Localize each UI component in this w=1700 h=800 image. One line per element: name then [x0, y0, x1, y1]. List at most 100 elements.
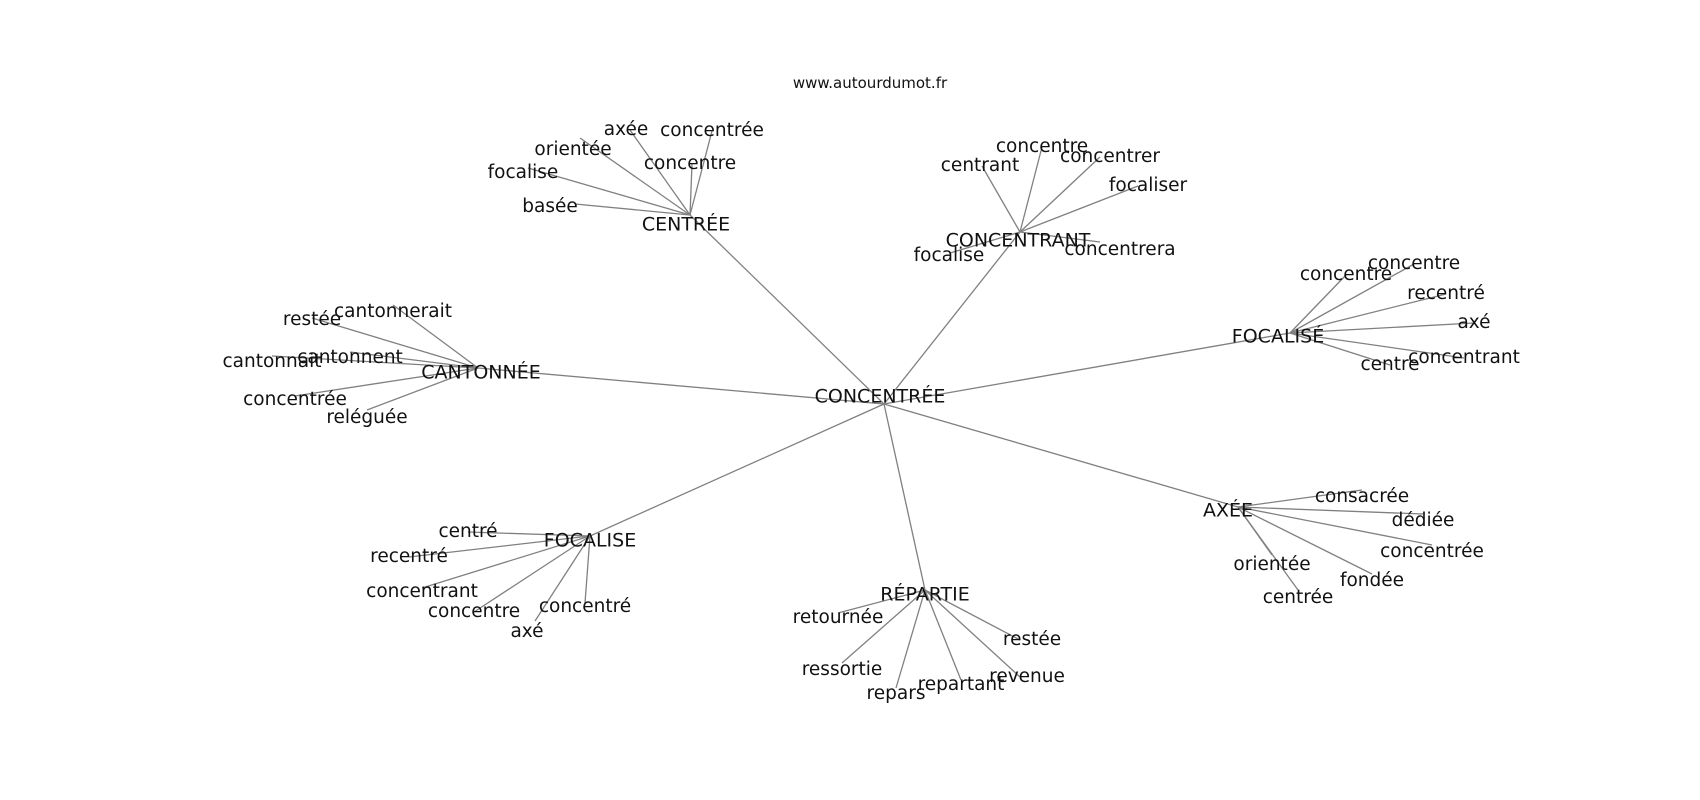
word-node: ressortie: [802, 659, 883, 680]
word-node: concentrant: [366, 581, 478, 602]
edge-center-to-hub: [477, 367, 885, 405]
edge-hub-to-word: [1289, 332, 1391, 366]
word-node: focalise: [914, 245, 985, 266]
edge-hub-to-word: [949, 231, 1021, 254]
word-node: recentré: [1407, 283, 1485, 304]
hub-node: AXÉE: [1203, 499, 1253, 522]
edge-hub-to-word: [1237, 489, 1363, 508]
edge-hub-to-word: [294, 367, 479, 397]
word-node: concentre: [1300, 264, 1392, 285]
edge-hub-to-word: [841, 589, 926, 664]
word-node: focaliser: [1109, 175, 1188, 196]
word-node: concentrée: [1380, 541, 1484, 562]
word-node: concentre: [1368, 253, 1460, 274]
word-node: concentrée: [243, 389, 347, 410]
edges: [271, 129, 1475, 689]
edge-hub-to-word: [689, 163, 693, 216]
word-node: concentre: [996, 136, 1088, 157]
word-node: concentrer: [1060, 146, 1160, 167]
word-node: centré: [438, 521, 497, 542]
edge-hub-to-word: [311, 317, 479, 369]
center-node: CONCENTRÉE: [815, 385, 946, 408]
hub-node: FOCALISE: [544, 530, 636, 552]
edge-hub-to-word: [981, 165, 1021, 233]
word-node: basée: [522, 196, 577, 217]
edge-center-to-hub: [589, 403, 885, 537]
edge-hub-to-word: [1289, 332, 1465, 359]
word-node: orientée: [1233, 554, 1310, 575]
edge-hub-to-word: [895, 589, 926, 689]
word-node: reléguée: [326, 407, 407, 428]
word-node: concentre: [644, 153, 736, 174]
word-node: cantonnent: [297, 347, 403, 368]
word-node: restée: [1003, 629, 1061, 650]
edge-hub-to-word: [689, 130, 713, 216]
edge-center-to-hub: [883, 403, 926, 591]
word-node: concentre: [428, 601, 520, 622]
edge-hub-to-word: [1289, 322, 1475, 334]
edge-hub-to-word: [349, 351, 479, 369]
edge-hub-to-word: [837, 589, 926, 614]
word-node: dédiée: [1392, 510, 1455, 531]
hub-node: CENTRÉE: [642, 213, 730, 236]
edge-center-to-hub: [689, 214, 885, 405]
word-node: focalise: [488, 162, 559, 183]
word-node: repars: [867, 683, 926, 704]
edge-hub-to-word: [1289, 263, 1415, 334]
edge-hub-to-word: [1289, 293, 1447, 334]
edge-hub-to-word: [1289, 274, 1347, 334]
edge-hub-to-word: [924, 589, 1021, 678]
edge-hub-to-word: [574, 203, 691, 216]
edge-hub-to-word: [924, 589, 962, 681]
edge-hub-to-word: [1019, 146, 1043, 233]
edge-hub-to-word: [421, 535, 591, 589]
edge-hub-to-word: [271, 355, 479, 369]
word-node: retournée: [793, 607, 884, 628]
edge-hub-to-word: [366, 367, 479, 411]
site-url: www.autourdumot.fr: [793, 74, 948, 92]
word-node: fondée: [1340, 570, 1404, 591]
word-node: centrée: [1263, 587, 1334, 608]
word-node: concentré: [539, 596, 631, 617]
edge-center-to-hub: [883, 332, 1291, 405]
edge-hub-to-word: [473, 535, 591, 613]
word-node: recentré: [370, 546, 448, 567]
edge-hub-to-word: [1237, 506, 1433, 546]
edge-hub-to-word: [1237, 506, 1424, 515]
edge-hub-to-word: [534, 535, 591, 622]
edge-hub-to-word: [1237, 506, 1373, 575]
edge-center-to-hub: [883, 403, 1239, 508]
word-node: axée: [604, 119, 648, 140]
word-node: concentrera: [1064, 239, 1175, 260]
word-node: orientée: [534, 139, 611, 160]
hub-node: CONCENTRANT: [946, 230, 1091, 252]
edge-center-to-hub: [883, 231, 1021, 405]
edge-hub-to-word: [584, 535, 591, 604]
word-node: cantonnerait: [334, 301, 452, 322]
word-node: axé: [510, 621, 543, 642]
edge-hub-to-word: [1019, 185, 1139, 233]
edge-hub-to-word: [467, 531, 591, 537]
word-node: consacrée: [1315, 486, 1409, 507]
word-node: axé: [1457, 312, 1490, 333]
edge-hub-to-word: [408, 535, 591, 558]
edge-hub-to-word: [527, 167, 691, 216]
word-node: repartant: [918, 674, 1005, 695]
word-node: concentrée: [660, 120, 764, 141]
word-node: restée: [283, 309, 341, 330]
hub-node: RÉPARTIE: [880, 583, 969, 606]
word-node: centre: [1360, 354, 1419, 375]
word-node: concentrant: [1408, 347, 1520, 368]
edge-hub-to-word: [1237, 506, 1299, 591]
hub-node: CANTONNÉE: [421, 361, 540, 384]
labels: CONCENTRÉE CENTRÉE axée concentrée orientée c…: [223, 119, 1520, 704]
edge-hub-to-word: [629, 129, 691, 216]
word-node: centrant: [941, 155, 1019, 176]
word-node: cantonnait: [223, 351, 322, 372]
edge-hub-to-word: [579, 137, 691, 216]
edge-hub-to-word: [924, 589, 1021, 641]
edge-hub-to-word: [392, 304, 479, 369]
hub-node: FOCALISÉ: [1232, 325, 1324, 348]
edge-hub-to-word: [1019, 231, 1101, 243]
